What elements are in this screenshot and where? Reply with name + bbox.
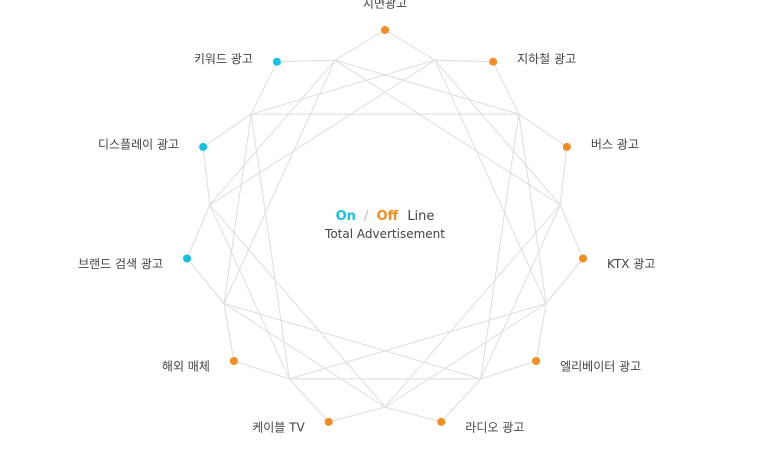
node-label: 해외 매체 (162, 360, 210, 374)
center-slash: / (364, 209, 369, 224)
center-off: Off (377, 209, 399, 224)
spoke-line (518, 113, 568, 148)
connection-lines (186, 29, 584, 423)
spoke-line (223, 303, 235, 362)
node-dot (532, 357, 541, 365)
spoke-line (202, 113, 252, 148)
spoke-line (328, 406, 386, 423)
center-on: On (336, 209, 356, 224)
star-line (384, 204, 561, 408)
star-line (223, 303, 386, 408)
node-label: 버스 광고 (591, 137, 639, 151)
star-line (480, 114, 520, 379)
node-dot (562, 142, 571, 151)
star-line (250, 114, 290, 379)
spoke-line (288, 378, 330, 423)
spoke-line (233, 360, 290, 380)
node-dot (489, 57, 498, 66)
node-label: 지면광고 (363, 0, 407, 11)
spoke-line (250, 61, 278, 115)
spoke-line (186, 204, 211, 259)
node-dot (199, 142, 208, 151)
star-line (209, 204, 290, 380)
center-subtitle: Total Advertisement (324, 227, 445, 241)
node-dot (579, 254, 587, 263)
node-label: 지하철 광고 (517, 52, 576, 66)
node-label: 라디오 광고 (465, 420, 524, 434)
spoke-line (434, 59, 494, 63)
node-dot (324, 417, 333, 426)
spoke-line (384, 29, 436, 61)
star-line (434, 59, 547, 304)
node-label: 케이블 TV (252, 420, 305, 434)
spoke-line (492, 61, 520, 115)
spoke-line (334, 29, 386, 61)
spoke-line (480, 360, 537, 380)
spoke-line (384, 406, 442, 423)
node-label: KTX 광고 (607, 257, 655, 271)
node-dot (183, 254, 191, 263)
star-line (223, 303, 481, 380)
node-dot (272, 57, 281, 66)
node-dot (229, 357, 238, 365)
spoke-line (559, 146, 568, 205)
spoke-line (545, 258, 584, 304)
star-line (434, 59, 561, 206)
star-line (223, 59, 336, 304)
spoke-line (276, 59, 336, 63)
center-title: On / Off Line (336, 209, 435, 224)
star-line (223, 114, 252, 304)
node-label: 브랜드 검색 광고 (78, 257, 163, 271)
star-line (209, 204, 386, 408)
node-dot (437, 417, 446, 426)
spoke-line (535, 303, 547, 362)
star-line (289, 303, 547, 380)
star-line (209, 59, 336, 206)
star-line (518, 114, 547, 304)
star-line (334, 59, 519, 115)
node-label: 키워드 광고 (194, 52, 253, 66)
star-line (334, 59, 561, 206)
node-label: 디스플레이 광고 (98, 137, 179, 151)
star-line (251, 59, 436, 115)
spoke-line (559, 204, 584, 259)
star-line (480, 204, 561, 380)
spoke-line (186, 258, 225, 304)
spoke-line (440, 378, 482, 423)
star-line (384, 303, 547, 408)
star-line (209, 59, 436, 206)
node-dot (381, 26, 389, 34)
node-dots (183, 26, 587, 426)
spoke-line (202, 146, 211, 205)
center-line: Line (407, 209, 434, 224)
node-label: 엘리베이터 광고 (560, 360, 641, 374)
